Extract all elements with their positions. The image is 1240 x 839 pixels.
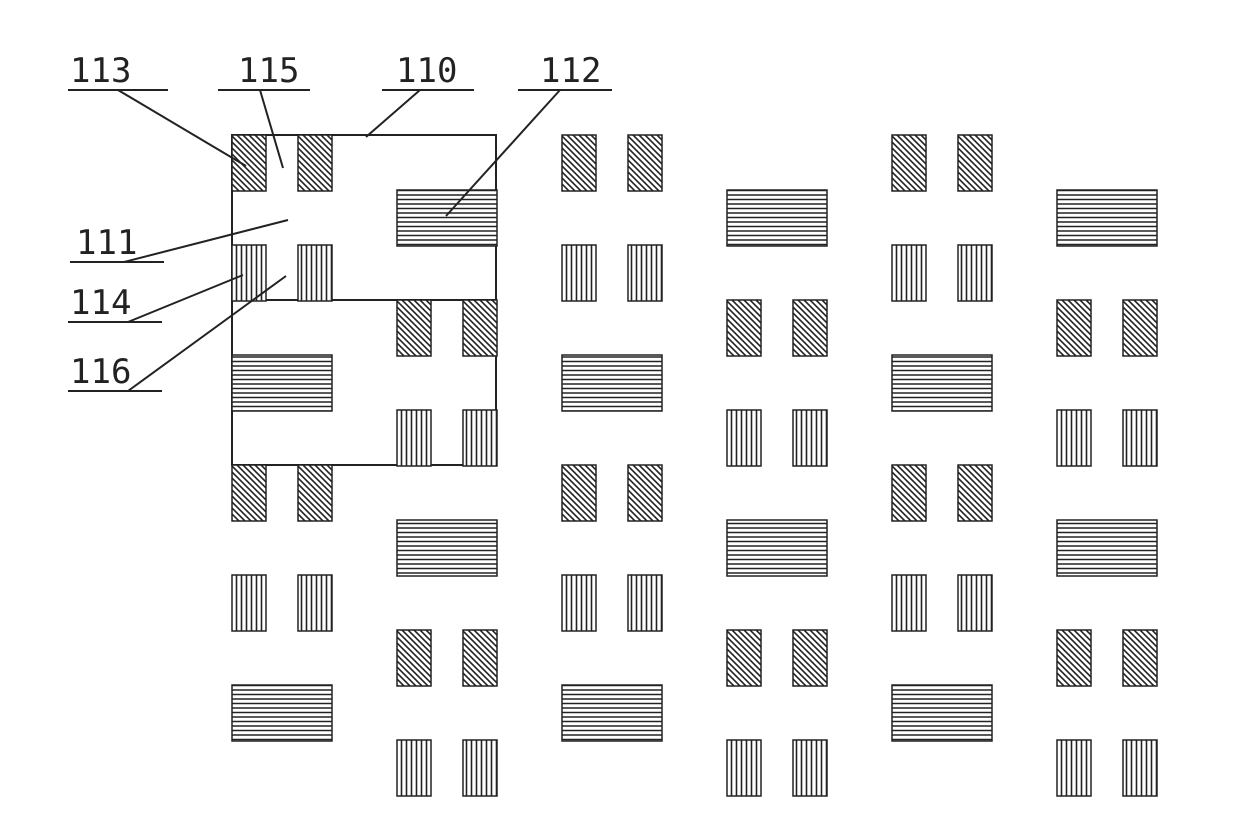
label-116: 116 (70, 352, 131, 392)
vertical-subpixel (958, 245, 992, 301)
horizontal-subpixel (562, 685, 662, 741)
vertical-subpixel (1057, 740, 1091, 796)
vertical-subpixel (463, 740, 497, 796)
label-113: 113 (70, 51, 131, 91)
vertical-subpixel (892, 245, 926, 301)
vertical-subpixel (727, 740, 761, 796)
diagonal-subpixel (463, 630, 497, 686)
diagonal-subpixel (793, 630, 827, 686)
diagonal-subpixel (727, 630, 761, 686)
horizontal-subpixel (397, 190, 497, 246)
horizontal-subpixel (892, 685, 992, 741)
vertical-subpixel (892, 575, 926, 631)
label-115: 115 (238, 51, 299, 91)
leader-114 (128, 275, 243, 322)
vertical-subpixel (1123, 740, 1157, 796)
diagonal-subpixel (1123, 300, 1157, 356)
vertical-subpixel (628, 245, 662, 301)
leader-112 (446, 90, 560, 216)
vertical-subpixel (397, 740, 431, 796)
leader-113 (118, 90, 246, 166)
vertical-subpixel (397, 410, 431, 466)
label-114: 114 (70, 283, 131, 323)
horizontal-subpixel (562, 355, 662, 411)
diagonal-subpixel (562, 135, 596, 191)
vertical-subpixel (793, 740, 827, 796)
horizontal-subpixel (232, 355, 332, 411)
diagonal-subpixel (397, 630, 431, 686)
diagonal-subpixel (1057, 300, 1091, 356)
diagonal-subpixel (727, 300, 761, 356)
vertical-subpixel (1123, 410, 1157, 466)
diagonal-subpixel (958, 465, 992, 521)
vertical-subpixel (463, 410, 497, 466)
vertical-subpixel (232, 245, 266, 301)
vertical-subpixel (298, 575, 332, 631)
label-112: 112 (540, 51, 601, 91)
vertical-subpixel (958, 575, 992, 631)
vertical-subpixel (562, 575, 596, 631)
horizontal-subpixel (232, 685, 332, 741)
diagonal-subpixel (232, 465, 266, 521)
label-110: 110 (396, 51, 457, 91)
vertical-subpixel (793, 410, 827, 466)
diagonal-subpixel (628, 135, 662, 191)
vertical-subpixel (562, 245, 596, 301)
diagonal-subpixel (628, 465, 662, 521)
diagonal-subpixel (298, 465, 332, 521)
vertical-subpixel (232, 575, 266, 631)
diagonal-subpixel (298, 135, 332, 191)
diagonal-subpixel (463, 300, 497, 356)
horizontal-subpixel (1057, 520, 1157, 576)
horizontal-subpixel (1057, 190, 1157, 246)
diagonal-subpixel (562, 465, 596, 521)
pixel-unit-outline (232, 135, 496, 465)
diagonal-subpixel (1123, 630, 1157, 686)
reference-labels: 113 115 110 112 111 114 116 (70, 51, 601, 392)
vertical-subpixel (298, 245, 332, 301)
diagonal-subpixel (892, 135, 926, 191)
diagonal-subpixel (232, 135, 266, 191)
diagonal-subpixel (793, 300, 827, 356)
diagonal-subpixel (1057, 630, 1091, 686)
vertical-subpixel (628, 575, 662, 631)
vertical-subpixel (1057, 410, 1091, 466)
horizontal-subpixel (727, 190, 827, 246)
vertical-subpixel (727, 410, 761, 466)
label-111: 111 (76, 223, 137, 263)
diagonal-subpixel (397, 300, 431, 356)
horizontal-subpixel (727, 520, 827, 576)
diagonal-subpixel (958, 135, 992, 191)
diagonal-subpixel (892, 465, 926, 521)
horizontal-subpixel (892, 355, 992, 411)
leader-110 (366, 90, 420, 137)
horizontal-subpixel (397, 520, 497, 576)
